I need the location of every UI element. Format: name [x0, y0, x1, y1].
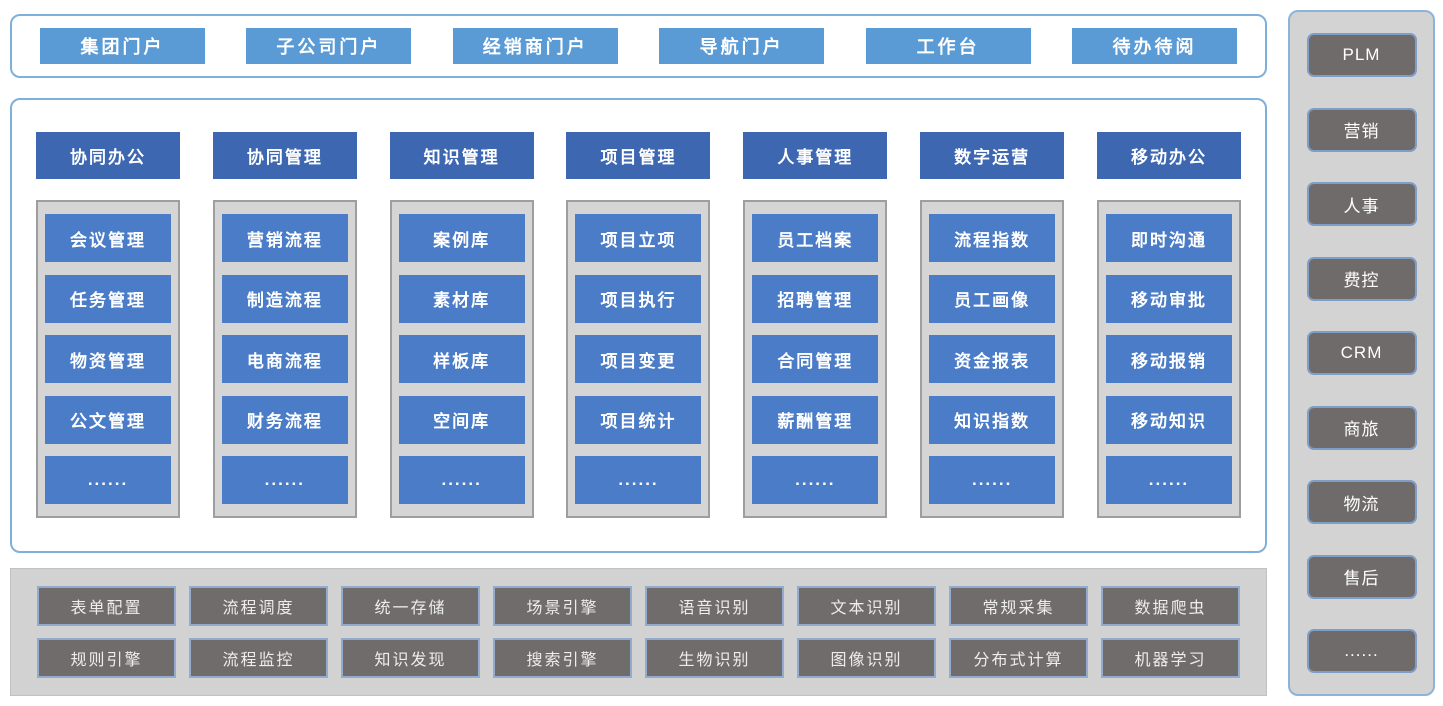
module-column-mobile-office: 移动办公 即时沟通移动审批移动报销移动知识......	[1096, 132, 1241, 518]
module-item[interactable]: 合同管理	[752, 335, 879, 383]
external-system-button[interactable]: 人事	[1306, 182, 1417, 226]
platform-capability-button[interactable]: 场景引擎	[493, 586, 632, 626]
module-item[interactable]: 案例库	[398, 214, 525, 262]
external-system-button[interactable]: 售后	[1306, 554, 1417, 599]
portal-nav-button[interactable]: 导航门户	[659, 28, 825, 64]
platform-capability-button[interactable]: 搜索引擎	[493, 638, 632, 678]
module-item-group: 即时沟通移动审批移动报销移动知识......	[1096, 200, 1241, 518]
platform-capability-panel: 表单配置流程调度统一存储场景引擎语音识别文本识别常规采集数据爬虫 规则引擎流程监…	[10, 568, 1267, 696]
platform-capability-button[interactable]: 知识发现	[341, 638, 480, 678]
module-item[interactable]: 营销流程	[221, 214, 348, 262]
module-item-group: 流程指数员工画像资金报表知识指数......	[920, 200, 1065, 518]
module-item[interactable]: 任务管理	[45, 274, 171, 323]
module-item-group: 会议管理任务管理物资管理公文管理......	[36, 200, 180, 518]
module-header[interactable]: 协同管理	[212, 132, 357, 179]
platform-capability-button[interactable]: 流程调度	[189, 586, 328, 626]
module-item[interactable]: 移动审批	[1105, 274, 1232, 323]
module-item[interactable]: 公文管理	[45, 395, 171, 444]
module-item[interactable]: ......	[929, 456, 1056, 504]
portal-nav-button[interactable]: 集团门户	[40, 28, 205, 64]
platform-capability-button[interactable]: 语音识别	[645, 586, 784, 626]
module-column-collab-mgmt: 协同管理 营销流程制造流程电商流程财务流程......	[212, 132, 357, 518]
module-columns: 协同办公 会议管理任务管理物资管理公文管理...... 协同管理 营销流程制造流…	[36, 132, 1241, 518]
module-item[interactable]: 薪酬管理	[752, 395, 879, 444]
module-header[interactable]: 人事管理	[743, 132, 888, 179]
module-item[interactable]: 移动知识	[1105, 395, 1232, 444]
module-item[interactable]: 知识指数	[929, 395, 1056, 444]
module-item[interactable]: 员工档案	[752, 214, 879, 262]
platform-capability-button[interactable]: 数据爬虫	[1101, 586, 1240, 626]
module-item[interactable]: 员工画像	[929, 274, 1056, 323]
platform-row-1: 表单配置流程调度统一存储场景引擎语音识别文本识别常规采集数据爬虫	[37, 586, 1240, 626]
module-item[interactable]: ......	[752, 456, 879, 504]
portal-nav-button[interactable]: 子公司门户	[246, 28, 412, 64]
module-item-group: 营销流程制造流程电商流程财务流程......	[212, 200, 357, 518]
module-column-collab-office: 协同办公 会议管理任务管理物资管理公文管理......	[36, 132, 180, 518]
portal-nav-button[interactable]: 经销商门户	[452, 28, 618, 64]
module-item[interactable]: 资金报表	[929, 335, 1056, 383]
platform-capability-button[interactable]: 规则引擎	[37, 638, 176, 678]
module-item[interactable]: 即时沟通	[1105, 214, 1232, 262]
module-column-project-mgmt: 项目管理 项目立项项目执行项目变更项目统计......	[566, 132, 711, 518]
module-header[interactable]: 协同办公	[36, 132, 180, 179]
module-item[interactable]: 制造流程	[221, 274, 348, 323]
module-item-group: 员工档案招聘管理合同管理薪酬管理......	[743, 200, 888, 518]
module-item[interactable]: ......	[45, 456, 171, 504]
module-header[interactable]: 知识管理	[389, 132, 534, 179]
module-column-hr-mgmt: 人事管理 员工档案招聘管理合同管理薪酬管理......	[743, 132, 888, 518]
external-system-button[interactable]: CRM	[1306, 331, 1417, 375]
module-item[interactable]: 项目执行	[575, 274, 702, 323]
module-item[interactable]: ......	[221, 456, 348, 504]
module-item-group: 案例库素材库样板库空间库......	[389, 200, 534, 518]
platform-capability-button[interactable]: 机器学习	[1101, 638, 1240, 678]
external-system-button[interactable]: 商旅	[1306, 405, 1417, 450]
module-header[interactable]: 移动办公	[1096, 132, 1241, 179]
platform-capability-button[interactable]: 统一存储	[341, 586, 480, 626]
platform-capability-button[interactable]: 流程监控	[189, 638, 328, 678]
module-item[interactable]: 项目立项	[575, 214, 702, 262]
module-item[interactable]: ......	[575, 456, 702, 504]
external-systems-sidebar: PLM 营销人事费控 CRM 商旅物流售后......	[1288, 10, 1435, 696]
module-item[interactable]: 移动报销	[1105, 335, 1232, 383]
platform-capability-button[interactable]: 图像识别	[797, 638, 936, 678]
module-header[interactable]: 项目管理	[566, 132, 711, 179]
module-item[interactable]: ......	[1105, 456, 1232, 504]
external-system-button[interactable]: 费控	[1306, 256, 1417, 301]
module-item[interactable]: 项目变更	[575, 335, 702, 383]
platform-capability-button[interactable]: 表单配置	[37, 586, 176, 626]
module-item[interactable]: 会议管理	[45, 214, 171, 262]
platform-capability-button[interactable]: 文本识别	[797, 586, 936, 626]
portal-nav-button[interactable]: 待办待阅	[1071, 28, 1237, 64]
module-column-digital-ops: 数字运营 流程指数员工画像资金报表知识指数......	[920, 132, 1065, 518]
external-system-button[interactable]: 营销	[1306, 107, 1417, 152]
platform-capability-button[interactable]: 分布式计算	[949, 638, 1088, 678]
platform-row-2: 规则引擎流程监控知识发现搜索引擎生物识别图像识别分布式计算机器学习	[37, 638, 1240, 678]
module-item[interactable]: 物资管理	[45, 335, 171, 383]
portal-nav-bar: 集团门户 子公司门户 经销商门户 导航门户 工作台 待办待阅	[10, 14, 1267, 78]
portal-nav-button[interactable]: 工作台	[865, 28, 1031, 64]
platform-capability-button[interactable]: 生物识别	[645, 638, 784, 678]
module-item[interactable]: ......	[398, 456, 525, 504]
external-system-button[interactable]: PLM	[1306, 33, 1417, 77]
module-item[interactable]: 素材库	[398, 274, 525, 323]
module-header[interactable]: 数字运营	[920, 132, 1065, 179]
module-item[interactable]: 样板库	[398, 335, 525, 383]
module-column-knowledge-mgmt: 知识管理 案例库素材库样板库空间库......	[389, 132, 534, 518]
modules-panel: 协同办公 会议管理任务管理物资管理公文管理...... 协同管理 营销流程制造流…	[10, 98, 1267, 553]
module-item[interactable]: 项目统计	[575, 395, 702, 444]
module-item[interactable]: 流程指数	[929, 214, 1056, 262]
module-item[interactable]: 空间库	[398, 395, 525, 444]
external-system-button[interactable]: ......	[1306, 629, 1417, 673]
platform-capability-button[interactable]: 常规采集	[949, 586, 1088, 626]
module-item[interactable]: 财务流程	[221, 395, 348, 444]
module-item-group: 项目立项项目执行项目变更项目统计......	[566, 200, 711, 518]
module-item[interactable]: 招聘管理	[752, 274, 879, 323]
module-item[interactable]: 电商流程	[221, 335, 348, 383]
external-system-button[interactable]: 物流	[1306, 480, 1417, 524]
